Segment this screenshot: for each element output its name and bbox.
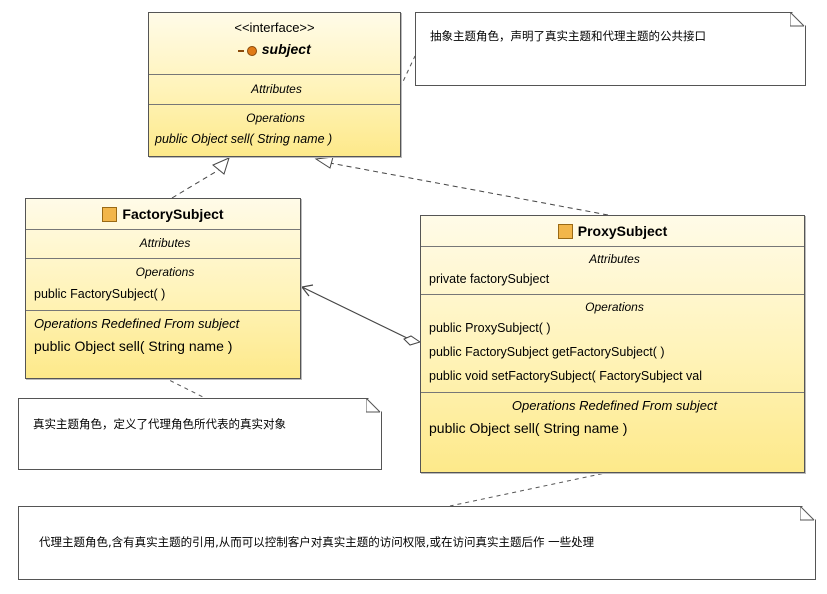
note-proxy[interactable]: 代理主题角色,含有真实主题的引用,从而可以控制客户对真实主题的访问权限,或在访问… [18,506,816,580]
factorysubject-attributes-label: Attributes [26,229,300,258]
aggregation-arrowhead [300,284,314,297]
proxysubject-attribute: private factorySubject [429,272,550,286]
note-anchor-proxy [449,471,611,507]
proxysubject-redefined-operation: public Object sell( String name ) [429,420,628,436]
realization-line-factory [171,167,223,199]
aggregation-line [301,286,408,339]
factorysubject-operations-label: Operations [135,265,195,279]
proxysubject-redefined-label: Operations Redefined From subject [511,398,718,413]
note-factory[interactable]: 真实主题角色，定义了代理角色所代表的真实对象 [18,398,382,470]
note-subject-text: 抽象主题角色，声明了真实主题和代理主题的公共接口 [430,29,706,43]
realization-arrowhead-proxy [314,156,334,169]
note-fold-corner [792,12,806,26]
note-proxy-text: 代理主题角色,含有真实主题的引用,从而可以控制客户对真实主题的访问权限,或在访问… [39,535,595,549]
factorysubject-redefined-label: Operations Redefined From subject [34,316,240,331]
proxysubject-operation: public ProxySubject( ) [429,321,551,335]
subject-title-row: subject [149,38,400,61]
note-anchor-subject [399,55,416,89]
subject-stereotype: <<interface>> [234,20,315,35]
note-factory-text: 真实主题角色，定义了代理角色所代表的真实对象 [33,417,286,431]
proxysubject-operations-section: Operations public ProxySubject( ) public… [421,294,804,392]
realization-line-proxy [329,162,609,216]
note-fold-icon [790,12,805,27]
note-subject[interactable]: 抽象主题角色，声明了真实主题和代理主题的公共接口 [415,12,806,86]
note-fold-icon [366,398,381,413]
proxysubject-attributes-label: Attributes [589,252,640,266]
proxysubject-operation: public void setFactorySubject( FactorySu… [429,369,703,383]
subject-name: subject [261,41,311,57]
proxysubject-redefined-section: Operations Redefined From subject public… [421,392,804,444]
subject-header: <<interface>> subject [149,13,400,74]
factorysubject-header: FactorySubject [26,199,300,229]
factorysubject-redefined-operation: public Object sell( String name ) [34,338,233,354]
factorysubject-redefined-section: Operations Redefined From subject public… [26,310,300,362]
realization-arrowhead-factory [212,157,230,175]
note-anchor-factory [162,376,206,399]
proxysubject-operations-label: Operations [585,300,644,314]
proxysubject-attributes-section: Attributes private factorySubject [421,246,804,294]
note-fold-corner [368,398,382,412]
note-fold-icon [800,506,815,521]
factorysubject-operations-section: Operations public FactorySubject( ) [26,258,300,310]
interface-icon [238,43,258,57]
proxysubject-operation: public FactorySubject getFactorySubject(… [429,345,665,359]
factorysubject-operation: public FactorySubject( ) [34,287,166,301]
proxysubject-name: ProxySubject [577,223,668,239]
aggregation-diamond [403,335,422,346]
factorysubject-class-box[interactable]: FactorySubject Attributes Operations pub… [25,198,301,379]
subject-interface-box[interactable]: <<interface>> subject Attributes Operati… [148,12,401,157]
subject-operations-label: Operations [246,111,305,125]
class-icon [557,223,573,239]
subject-operations-section: Operations public Object sell( String na… [149,104,400,154]
proxysubject-class-box[interactable]: ProxySubject Attributes private factoryS… [420,215,805,473]
factorysubject-name: FactorySubject [122,206,224,222]
subject-operation: public Object sell( String name ) [155,132,333,146]
class-icon [102,206,118,222]
note-fold-corner [802,506,816,520]
subject-attributes-label: Attributes [149,74,400,104]
proxysubject-header: ProxySubject [421,216,804,246]
